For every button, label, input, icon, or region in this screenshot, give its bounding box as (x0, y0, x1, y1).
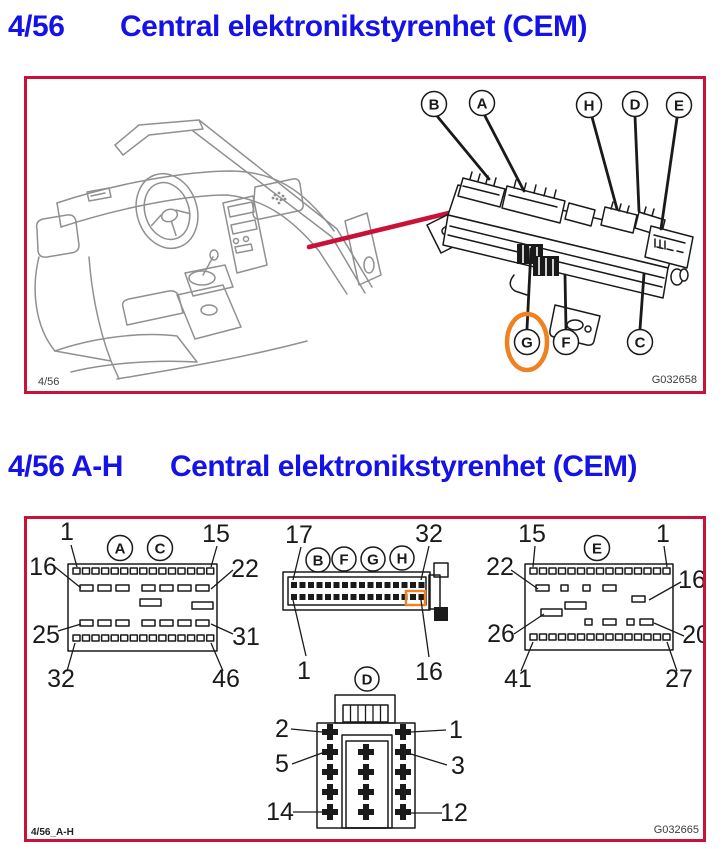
callout-b: B (429, 97, 440, 114)
car-interior-sketch (34, 119, 382, 380)
callouts-top: B A H D E (420, 89, 693, 119)
d-pin-number-bottom-right: 12 (440, 799, 468, 827)
e-pin-number-upper-left: 22 (486, 553, 514, 581)
pinout-drawing: A C (29, 519, 703, 838)
d-pin-column-right (395, 724, 411, 820)
connector-d: D (266, 666, 468, 829)
highlight-ellipse-g (504, 311, 550, 373)
ac-pin-row-upper (79, 584, 210, 592)
connector-e-letter: E (592, 541, 602, 558)
connector-ac-letter-c: C (155, 541, 166, 558)
connector-bfgh-letter-b: B (313, 553, 324, 570)
ac-pin-mid-2 (191, 601, 214, 610)
d-pin-number-mid-left: 5 (275, 750, 289, 778)
e-pin-row-bottom (529, 633, 671, 641)
e-pin-number-lower-right: 20 (682, 621, 703, 649)
e-pin-row-lower (584, 618, 654, 626)
location-drawing: B A H D E G F C 4/56 (34, 89, 697, 388)
e-pin-number-upper-right: 16 (678, 566, 703, 594)
ac-pin-row-top (72, 567, 215, 575)
figure-connector-pinouts: A C (24, 516, 706, 842)
section-name-2: Central elektronikstyrenhet (CEM) (170, 450, 637, 483)
ac-pin-number-top-left: 1 (60, 519, 74, 546)
bfgh-pin-number-bottom-right: 16 (415, 658, 443, 686)
e-pin-row-upper (535, 584, 646, 603)
section-title-2: 4/56 A-H Central elektronikstyrenhet (CE… (8, 450, 637, 484)
ac-pin-mid-1 (139, 598, 162, 607)
callout-c: C (635, 335, 646, 352)
e-pin-number-top-right: 1 (656, 520, 670, 548)
connector-ac: A C (29, 519, 260, 693)
ac-pin-number-bottom-right: 46 (212, 665, 240, 693)
figure-location-overview: B A H D E G F C 4/56 (24, 76, 706, 394)
callout-e: E (674, 98, 684, 115)
d-pin-number-bottom-left: 14 (266, 798, 294, 826)
pointer-line (306, 209, 456, 250)
ac-pin-number-lower-left: 25 (32, 621, 60, 649)
ac-pin-row-lower (79, 619, 210, 627)
section-number-2: 4/56 A-H (8, 450, 123, 483)
e-pin-mid-2 (540, 608, 563, 617)
d-pin-number-mid-right: 3 (451, 752, 465, 780)
ac-pin-number-lower-right: 31 (232, 623, 260, 651)
connector-bfgh-letter-f: F (339, 552, 348, 569)
e-pin-number-bottom-right: 27 (665, 665, 693, 693)
callout-h: H (584, 98, 595, 115)
figure1-caption-right: G032658 (652, 374, 697, 386)
e-pin-number-bottom-left: 41 (504, 665, 532, 693)
connector-ac-letter-a: A (115, 541, 126, 558)
figure2-caption-left: 4/56_A-H (31, 827, 74, 838)
ac-pin-number-bottom-left: 32 (47, 665, 75, 693)
cem-module-drawing (426, 171, 694, 346)
connector-bfgh-letter-h: H (397, 551, 408, 568)
callout-a: A (477, 96, 488, 113)
callouts-bottom: G F C (504, 311, 654, 373)
e-pin-number-top-left: 15 (518, 520, 546, 548)
e-pin-row-top (529, 567, 671, 575)
bfgh-pin-row-top (291, 582, 425, 588)
d-pin-column-left (322, 724, 338, 820)
d-pin-number-top-right: 1 (449, 716, 463, 744)
speaker-dots (271, 191, 287, 205)
ac-pin-number-upper-left: 16 (29, 553, 57, 581)
ac-pin-number-upper-right: 22 (231, 555, 259, 583)
bfgh-pin-number-top-right: 32 (415, 520, 443, 548)
section-number-1: 4/56 (8, 10, 65, 43)
callout-d: D (630, 97, 641, 114)
section-title-1: 4/56 Central elektronikstyrenhet (CEM) (8, 10, 587, 44)
bfgh-pin-row-bottom (291, 594, 425, 600)
d-pin-column-middle (358, 744, 374, 820)
connector-d-letter: D (362, 672, 373, 689)
d-pin-number-top-left: 2 (275, 715, 289, 743)
connector-bfgh-letter-g: G (367, 552, 379, 569)
callout-f: F (561, 335, 570, 352)
figure1-caption-left: 4/56 (38, 376, 59, 388)
e-pin-mid-1 (564, 601, 587, 610)
ac-pin-number-top-right: 15 (202, 520, 230, 548)
connector-bfgh: B F G H (282, 520, 449, 686)
e-pin-number-lower-left: 26 (487, 620, 515, 648)
ac-pin-row-bottom (72, 634, 215, 642)
connector-e: E (486, 520, 703, 693)
section-name-1: Central elektronikstyrenhet (CEM) (120, 10, 587, 43)
figure2-caption-right: G032665 (654, 824, 699, 836)
callout-g: G (521, 335, 533, 352)
bfgh-pin-number-top-left: 17 (285, 521, 313, 549)
bfgh-pin-number-bottom-left: 1 (297, 657, 311, 685)
highlight-box-pin (404, 589, 427, 607)
